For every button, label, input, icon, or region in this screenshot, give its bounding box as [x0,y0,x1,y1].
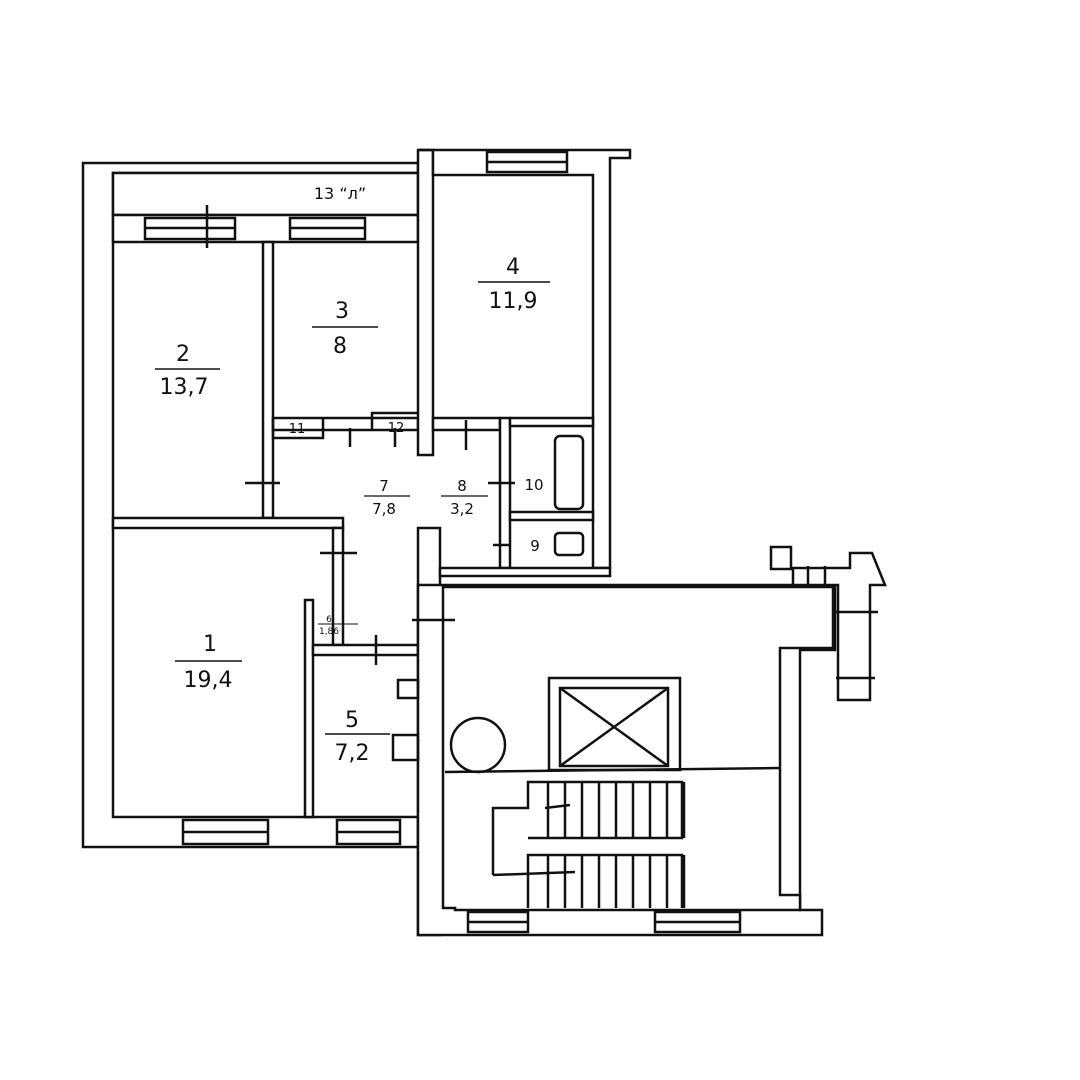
room-5-number: 5 [345,708,359,733]
room-8-number: 8 [457,477,467,495]
sink-icon [396,678,420,700]
room-9-number: 9 [530,537,540,555]
room-1-area: 19,4 [184,668,233,693]
room-1-number: 1 [203,632,217,657]
stove-icon [391,733,420,762]
room-2-area: 13,7 [160,375,209,400]
room-7-number: 7 [379,477,389,495]
sink-icon [553,531,585,557]
room-12-number: 12 [388,421,405,436]
bathtub-icon [553,434,585,511]
labels: 13 “л” 1 19,4 2 13,7 3 8 4 11,9 5 7,2 6 … [155,184,550,766]
windows [143,150,742,934]
room-5-area: 7,2 [335,741,370,766]
room-4-area: 11,9 [489,289,538,314]
door-marks [205,205,878,680]
room-2-number: 2 [176,342,190,367]
room-11-number: 11 [289,422,306,437]
room-10-number: 10 [524,476,543,494]
balcony [111,171,420,217]
room-6-number: 6 [326,615,332,625]
room-8-area: 3,2 [450,500,474,518]
balcony-label: 13 “л” [314,184,366,203]
walls [81,148,887,937]
stairs [491,780,684,908]
room-7-area: 7,8 [372,500,396,518]
room-4-number: 4 [506,255,520,280]
room-6-area: 1,86 [319,627,339,637]
room-3-area: 8 [333,334,347,359]
room-3-number: 3 [335,299,349,324]
